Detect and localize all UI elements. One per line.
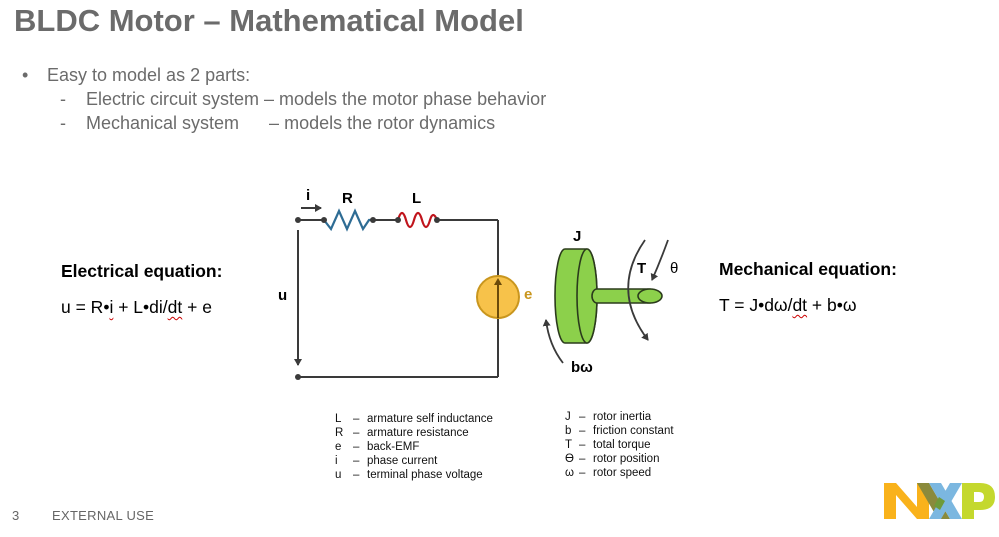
torque-arrow-icon <box>627 239 649 341</box>
terminal-dots <box>295 217 440 380</box>
electrical-equation: u = R•i + L•di/dt + e <box>61 296 212 318</box>
legend-dash: – <box>353 469 360 481</box>
eq-part: dt <box>792 295 808 315</box>
classification-label: EXTERNAL USE <box>52 508 155 523</box>
bullet-list: • Easy to model as 2 parts: -Electric cir… <box>22 63 546 135</box>
circuit-wires <box>298 219 499 378</box>
legend-symbol: ω <box>565 467 574 479</box>
legend-symbol: T <box>565 439 573 451</box>
legend-desc: rotor inertia <box>593 411 652 423</box>
sub-bullet-marker: - <box>60 113 66 133</box>
legend-symbol: J <box>565 411 571 423</box>
eq-part: + L•di/ <box>113 297 168 317</box>
friction-arrow-icon <box>542 319 564 364</box>
legend-item: i –phase current <box>335 454 493 468</box>
legend-desc: rotor speed <box>593 467 652 479</box>
rotor-icon <box>554 248 663 344</box>
legend-desc: phase current <box>367 455 438 467</box>
sub-bullet-text: Mechanical system – models the rotor dyn… <box>86 113 496 133</box>
label-i: i <box>306 187 310 204</box>
bullet-item: • Easy to model as 2 parts: <box>22 63 546 87</box>
legend-item: u–terminal phase voltage <box>335 468 493 482</box>
mechanical-equation-heading: Mechanical equation: <box>719 259 897 279</box>
legend-item: ϴ–rotor position <box>565 452 674 466</box>
legend-dash: – <box>579 467 586 479</box>
legend-desc: armature resistance <box>367 427 469 439</box>
legend-desc: rotor position <box>593 453 660 465</box>
eq-part: T = J•dω/ <box>719 295 793 315</box>
eq-part: + b•ω <box>807 295 857 315</box>
legend-dash: – <box>579 439 586 451</box>
sub-bullet-text: Electric circuit system – models the mot… <box>86 89 547 109</box>
legend-symbol: b <box>565 425 572 437</box>
bullet-marker: • <box>22 65 29 85</box>
theta-arrow-icon <box>650 239 669 281</box>
legend-left: L–armature self inductance R–armature re… <box>335 412 493 482</box>
resistor-icon <box>323 208 373 232</box>
legend-dash: – <box>353 441 360 453</box>
sub-bullet-item: -Electric circuit system – models the mo… <box>22 87 546 111</box>
legend-desc: friction constant <box>593 425 674 437</box>
legend-item: R–armature resistance <box>335 426 493 440</box>
label-J: J <box>573 228 581 245</box>
legend-right: J–rotor inertia b–friction constant T–to… <box>565 410 674 480</box>
legend-desc: total torque <box>593 439 651 451</box>
legend-dash: – <box>579 411 586 423</box>
electrical-equation-heading: Electrical equation: <box>61 261 223 281</box>
legend-item: e–back-EMF <box>335 440 493 454</box>
legend-symbol: i <box>335 455 338 467</box>
legend-item: L–armature self inductance <box>335 412 493 426</box>
bullet-text: Easy to model as 2 parts: <box>47 65 251 85</box>
sub-bullet-marker: - <box>60 89 66 109</box>
legend-symbol: ϴ <box>565 453 574 465</box>
label-R: R <box>342 190 353 207</box>
legend-symbol: u <box>335 469 342 481</box>
legend-item: b–friction constant <box>565 424 674 438</box>
legend-symbol: R <box>335 427 344 439</box>
inductor-icon <box>396 211 439 229</box>
legend-item: T–total torque <box>565 438 674 452</box>
legend-dash: – <box>353 427 360 439</box>
label-L: L <box>412 190 421 207</box>
nxp-logo <box>884 483 995 519</box>
label-theta: θ <box>670 260 678 277</box>
sub-bullet-item: -Mechanical system – models the rotor dy… <box>22 111 546 135</box>
legend-dash: – <box>579 453 586 465</box>
legend-symbol: e <box>335 441 342 453</box>
legend-desc: armature self inductance <box>367 413 493 425</box>
label-e: e <box>524 286 532 303</box>
slide-title: BLDC Motor – Mathematical Model <box>14 3 524 38</box>
eq-part: + e <box>182 297 212 317</box>
legend-item: J–rotor inertia <box>565 410 674 424</box>
label-T: T <box>637 260 646 277</box>
mechanical-equation: T = J•dω/dt + b•ω <box>719 294 857 316</box>
eq-part: u = R• <box>61 297 110 317</box>
legend-dash: – <box>353 455 360 467</box>
eq-part: dt <box>167 297 183 317</box>
label-u: u <box>278 287 287 304</box>
legend-desc: back-EMF <box>367 441 420 453</box>
legend-symbol: L <box>335 413 342 425</box>
legend-dash: – <box>579 425 586 437</box>
legend-dash: – <box>353 413 360 425</box>
page-number: 3 <box>12 508 20 523</box>
legend-desc: terminal phase voltage <box>367 469 483 481</box>
eq-part: i <box>109 297 114 317</box>
label-b-omega: bω <box>571 359 593 376</box>
legend-item: ω–rotor speed <box>565 466 674 480</box>
